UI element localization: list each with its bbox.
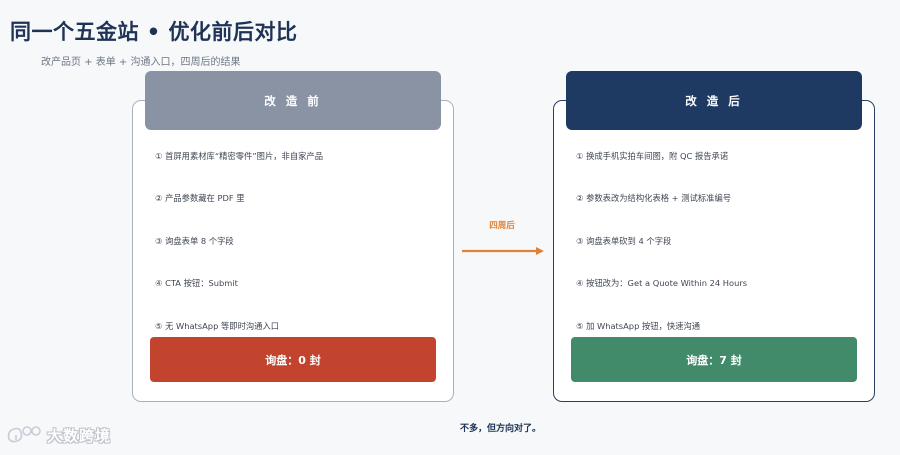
- before-item-5: ⑤ 无 WhatsApp 等即时沟通入口: [155, 321, 280, 331]
- after-card-header: 改 造 后: [566, 71, 862, 130]
- after-item-4: ④ 按钮改为：Get a Quote Within 24 Hours: [576, 278, 748, 288]
- before-result-badge: 询盘：0 封: [150, 337, 436, 382]
- before-card-header: 改 造 前: [145, 71, 441, 130]
- after-item-2: ② 参数表改为结构化表格 + 测试标准编号: [576, 193, 732, 203]
- after-item-1: ① 换成手机实拍车间图，附 QC 报告承诺: [576, 151, 729, 161]
- arrow-label: 四周后: [489, 221, 515, 231]
- after-item-5: ⑤ 加 WhatsApp 按钮，快速沟通: [576, 321, 701, 331]
- after-result-badge: 询盘：7 封: [571, 337, 857, 382]
- brand-logo-icon: [7, 426, 41, 443]
- before-item-3: ③ 询盘表单 8 个字段: [155, 236, 234, 246]
- watermark-text: 大数跨境: [47, 426, 112, 445]
- page-title: 同一个五金站 • 优化前后对比: [10, 20, 298, 44]
- before-item-2: ② 产品参数藏在 PDF 里: [155, 193, 245, 203]
- page-subtitle: 改产品页 + 表单 + 沟通入口，四周后的结果: [41, 57, 241, 68]
- before-item-4: ④ CTA 按钮：Submit: [155, 278, 238, 288]
- before-item-1: ① 首屏用素材库“精密零件”图片，非自家产品: [155, 151, 324, 161]
- after-item-3: ③ 询盘表单砍到 4 个字段: [576, 236, 672, 246]
- watermark: 大数跨境: [6, 422, 111, 448]
- footer-note: 不多，但方向对了。: [459, 424, 541, 434]
- right-arrow-icon: [462, 247, 544, 255]
